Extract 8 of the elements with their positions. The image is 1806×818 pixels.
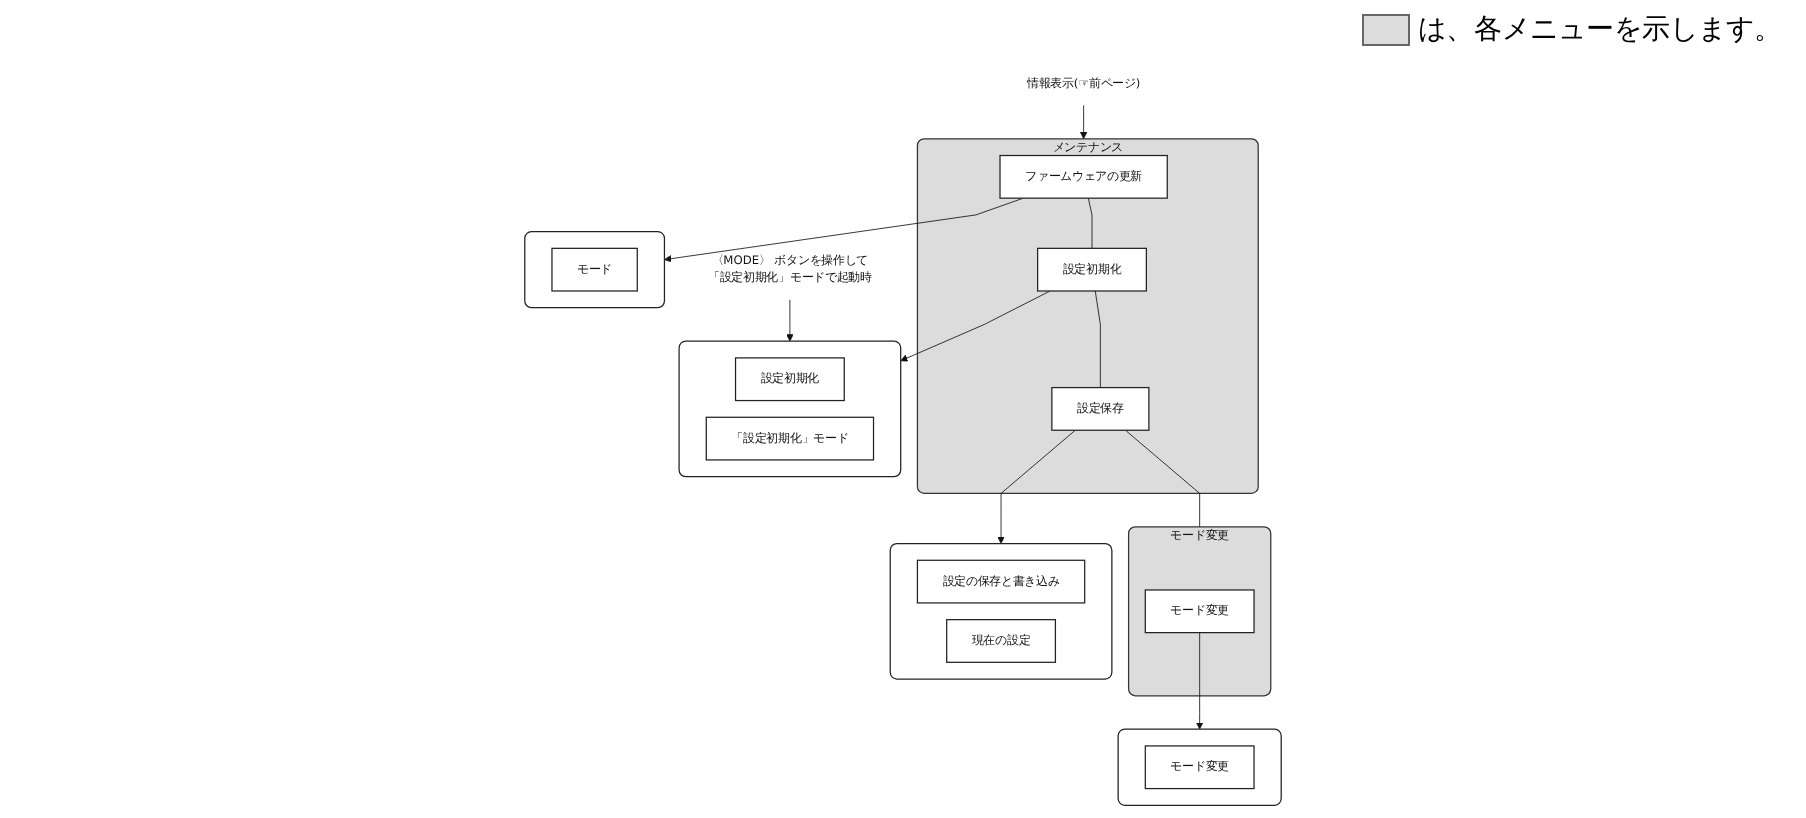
cluster xyxy=(678,340,902,478)
connector xyxy=(1094,290,1101,388)
cluster xyxy=(889,542,1113,680)
connector xyxy=(1125,429,1201,528)
cluster xyxy=(1117,728,1282,806)
cluster xyxy=(524,231,666,309)
legend-text: は、各メニューを示します。 xyxy=(1418,12,1782,48)
connector xyxy=(1087,197,1093,249)
